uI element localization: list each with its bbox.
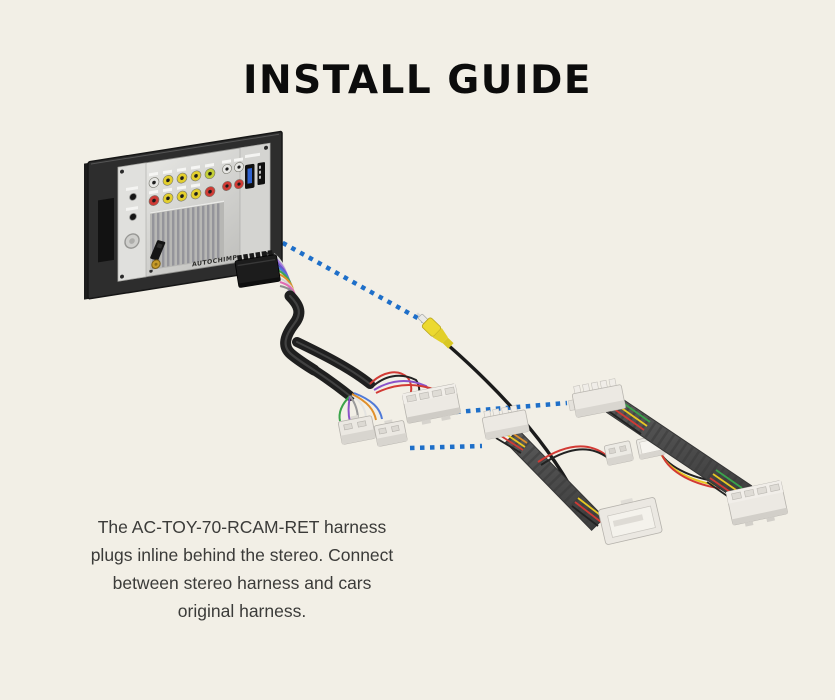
upper-loom-connector-left (567, 378, 626, 418)
frame-top-highlight (91, 133, 279, 165)
caption-line-2: plugs inline behind the stereo. Connect (90, 545, 394, 565)
lower-loom-ribs (505, 430, 605, 530)
heat-sink (150, 200, 224, 271)
aux-jacks (126, 186, 138, 221)
harness-plug-small-a (337, 415, 376, 445)
upper-loom-connector-right (725, 480, 788, 527)
stereo-plug-16pin (234, 249, 281, 288)
caption-line-1: The AC-TOY-70-RCAM-RET harness (97, 517, 387, 537)
upper-loom-harness (567, 378, 788, 527)
loom-tube (280, 290, 375, 401)
lower-loom-branch-wires (537, 445, 609, 466)
antenna-socket-hole (129, 238, 135, 244)
rca-centers (152, 165, 241, 203)
dotted-line-lower-harness (409, 443, 483, 451)
stereo-rear-view: AUTOCHIMP (84, 130, 283, 300)
rca-labels (149, 157, 243, 195)
release-clip (150, 240, 166, 261)
lower-loom-connector-left (481, 404, 530, 440)
lower-loom-harness (481, 404, 663, 545)
caption-line-4: original harness. (177, 601, 307, 621)
harness-plug-small-b (373, 419, 408, 447)
lower-loom-connector-right (598, 497, 663, 545)
camera-rca-plug (416, 312, 454, 349)
page-title: INSTALL GUIDE (243, 58, 592, 103)
caption-line-3: between stereo harness and cars (112, 573, 372, 593)
frame-left-inset (98, 197, 114, 263)
bypass-plug-a (603, 440, 634, 466)
usb-port-blue (247, 168, 252, 184)
main-harness (234, 249, 461, 447)
sma-connector (151, 259, 161, 269)
harness-plug-big (401, 383, 461, 425)
caption-text: The AC-TOY-70-RCAM-RET harness plugs inl… (50, 513, 434, 625)
stereo-back-panel: AUTOCHIMP (117, 142, 271, 282)
usb-ports (245, 152, 265, 189)
dotted-line-upper-harness (455, 400, 568, 415)
